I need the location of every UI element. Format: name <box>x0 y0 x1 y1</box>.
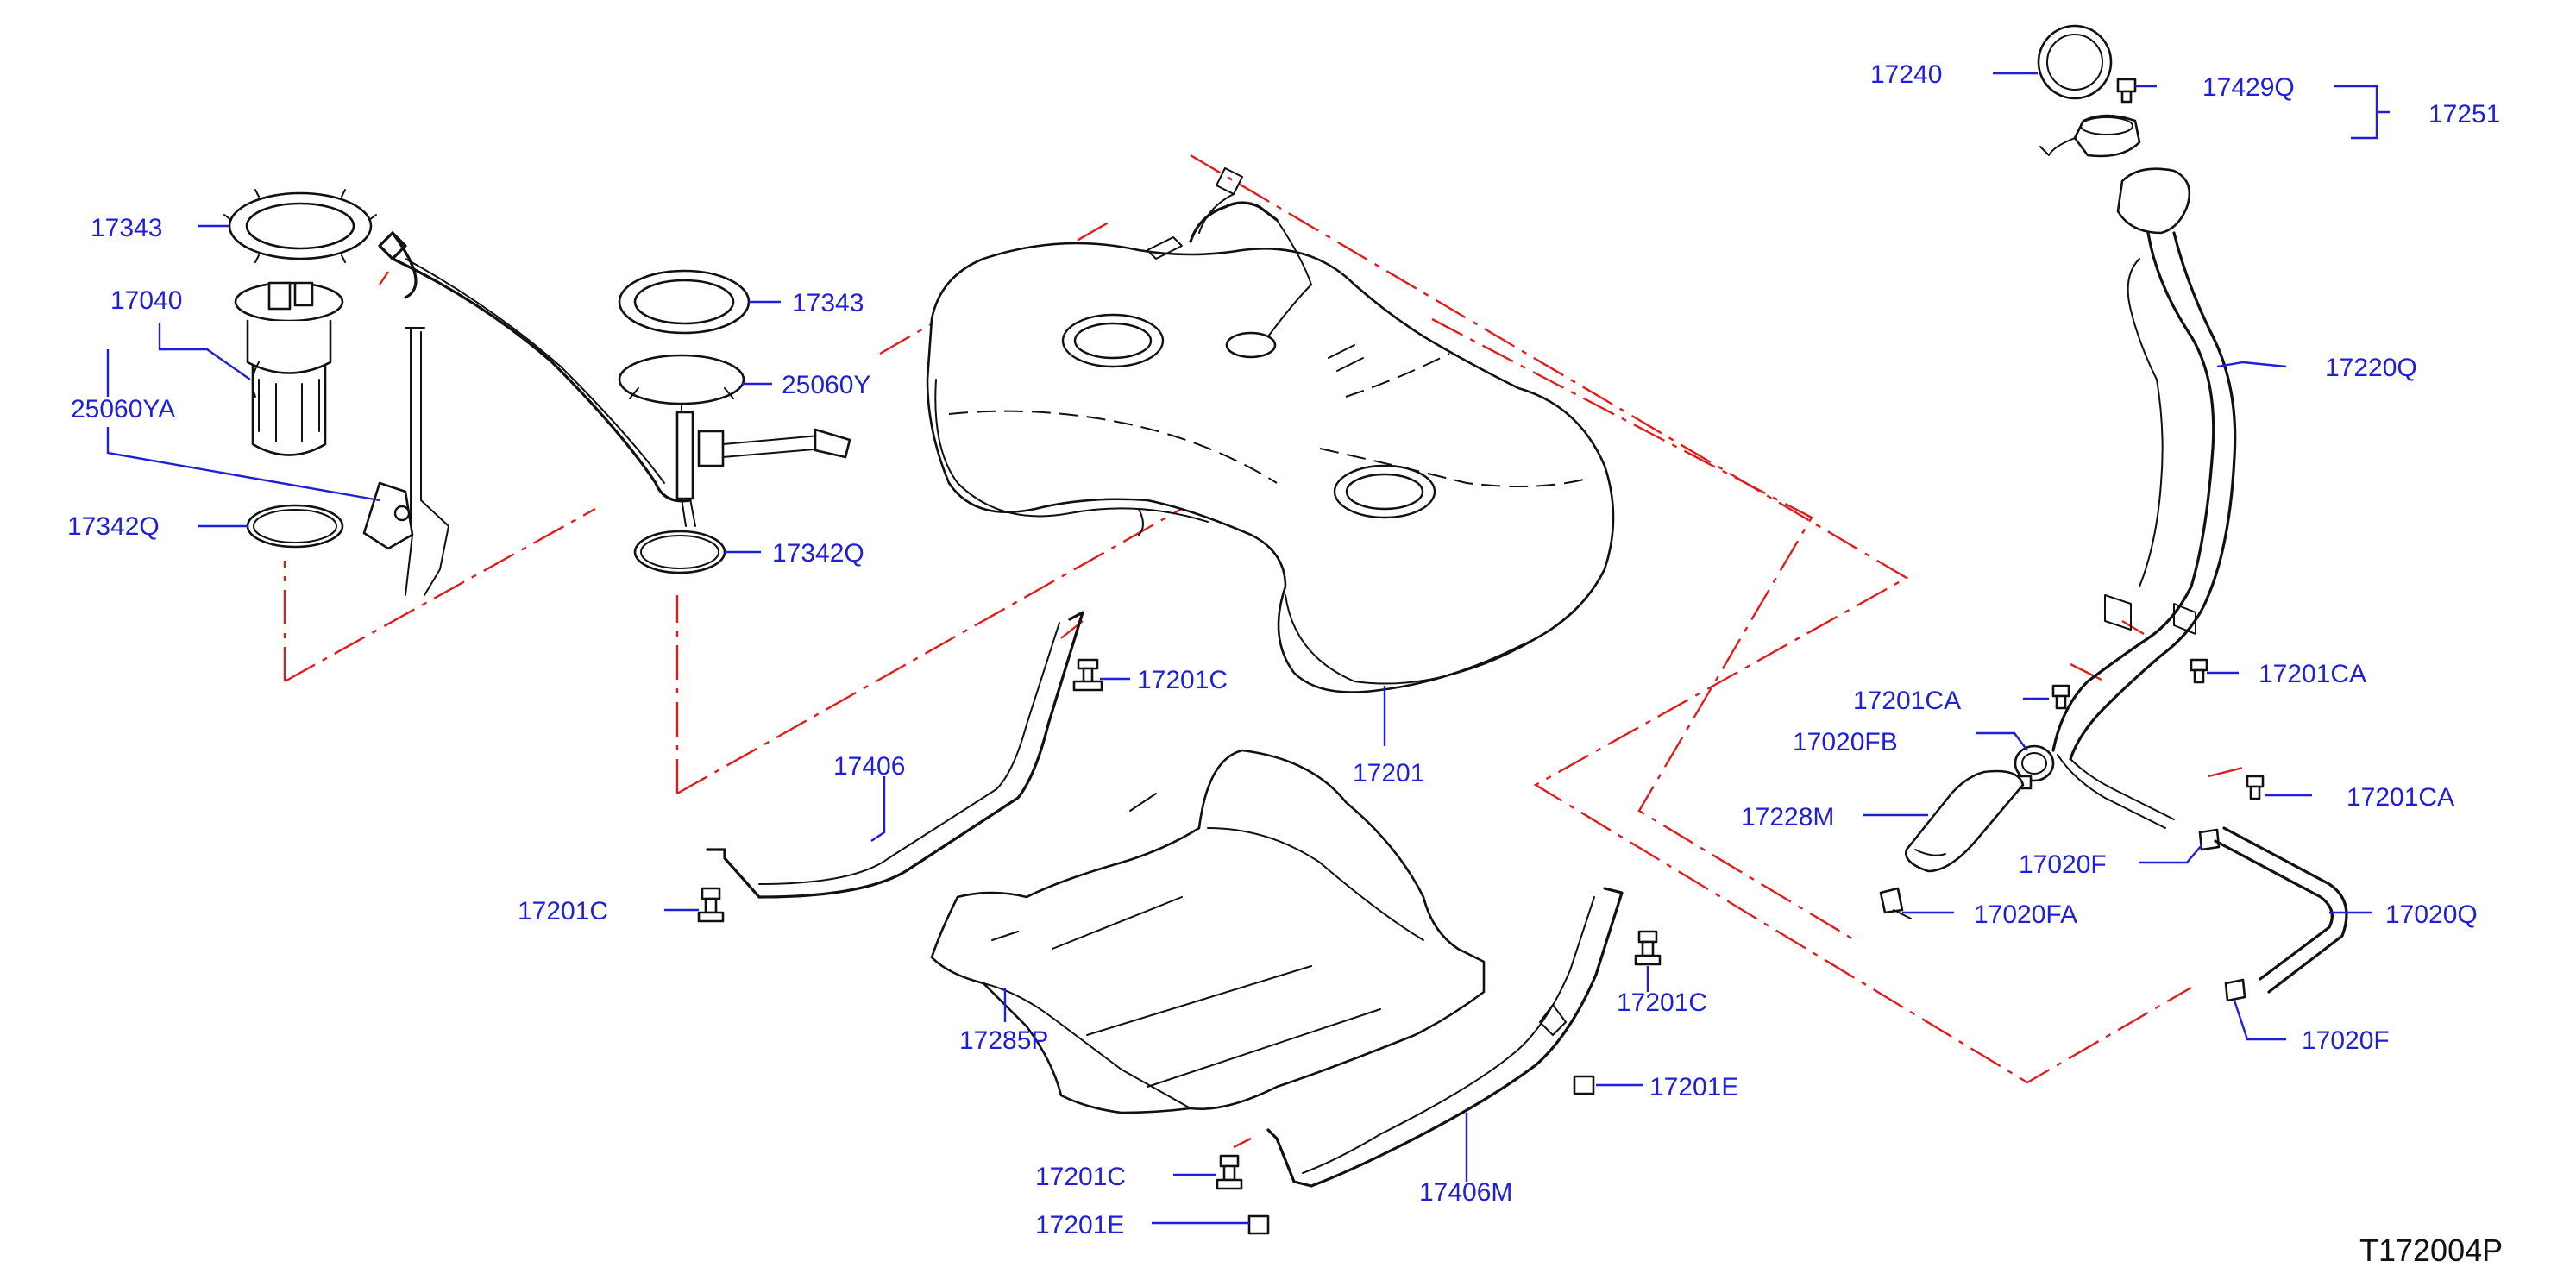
clamp-17020fa <box>1879 887 1912 919</box>
diagram-reference-code: T172004P <box>2359 1233 2503 1268</box>
bolt-17201c-left <box>697 887 725 923</box>
bolt-17201ca-c <box>2246 775 2265 800</box>
label-17201e-right: 17201E <box>1649 1073 1738 1101</box>
label-17285p: 17285P <box>959 1026 1048 1055</box>
part-labels: 17343 17040 25060YA 17342Q 17343 25060Y … <box>67 60 2500 1239</box>
label-17020fa: 17020FA <box>1974 900 2077 929</box>
label-17342q-left: 17342Q <box>67 512 160 541</box>
fuel-hose-harness <box>378 231 692 503</box>
label-25060ya: 25060YA <box>71 395 175 424</box>
o-ring-17342q-right <box>633 530 726 574</box>
bolt-17201c-upper <box>1072 658 1103 692</box>
label-17429q: 17429Q <box>2202 73 2295 102</box>
label-17251: 17251 <box>2428 100 2500 129</box>
label-17228m: 17228M <box>1741 803 1834 831</box>
filler-tube-17220q <box>2051 167 2237 829</box>
label-17201c-right: 17201C <box>1617 988 1707 1017</box>
sub-tank-sender-25060y <box>618 354 851 527</box>
nut-17201e-bottom <box>1247 1214 1270 1235</box>
clamp-17020f-a <box>2198 828 2221 851</box>
fuel-pump-assembly-17040 <box>234 281 344 456</box>
filler-hose-17228m <box>1905 769 2025 873</box>
label-17020f-a: 17020F <box>2019 850 2107 879</box>
label-25060y: 25060Y <box>782 371 870 399</box>
label-17040: 17040 <box>110 286 182 315</box>
label-17201: 17201 <box>1353 759 1424 787</box>
screw-17429q <box>2116 78 2137 104</box>
label-17201c-bottom: 17201C <box>1035 1163 1126 1191</box>
label-17406: 17406 <box>833 752 905 781</box>
lock-ring-17343-left <box>223 189 377 263</box>
label-17020q: 17020Q <box>2385 900 2478 929</box>
label-17240: 17240 <box>1870 60 1942 89</box>
label-17406m: 17406M <box>1419 1178 1512 1207</box>
fuel-level-sender-25060ya <box>362 327 449 596</box>
label-17020fb: 17020FB <box>1793 728 1898 756</box>
bolt-17201c-bottom <box>1216 1154 1243 1190</box>
label-17342q-right: 17342Q <box>772 539 864 568</box>
bolt-17201ca-b <box>2190 658 2208 684</box>
label-17343-left: 17343 <box>91 214 162 242</box>
bolt-17201ca-a <box>2051 684 2070 710</box>
filler-cap-17251 <box>2039 114 2141 158</box>
gasket-17240 <box>2037 24 2113 100</box>
tank-strap-17406 <box>706 611 1084 899</box>
heat-shield-17285p <box>930 749 1486 1114</box>
bolt-17201c-right <box>1634 930 1662 966</box>
label-17020f-b: 17020F <box>2302 1026 2390 1055</box>
label-17201ca-a: 17201CA <box>1853 687 1961 715</box>
leader-lines <box>106 72 2390 1225</box>
label-17201ca-c: 17201CA <box>2347 783 2454 812</box>
fuel-tank-17201 <box>926 167 1615 693</box>
label-17201c-upper: 17201C <box>1137 666 1228 694</box>
lock-ring-17343-right <box>618 269 751 335</box>
label-17343-right: 17343 <box>792 289 864 317</box>
o-ring-17342q-left <box>246 504 344 549</box>
breather-hose-17020q <box>2214 826 2348 994</box>
tank-strap-17406m <box>1266 887 1624 1188</box>
nut-17201e-right <box>1573 1075 1595 1095</box>
clamp-17020f-b <box>2224 978 2246 1002</box>
label-17201c-left: 17201C <box>518 897 608 925</box>
label-17201ca-b: 17201CA <box>2259 660 2366 688</box>
label-17201e-bottom: 17201E <box>1035 1211 1124 1239</box>
label-17220q: 17220Q <box>2325 354 2417 382</box>
